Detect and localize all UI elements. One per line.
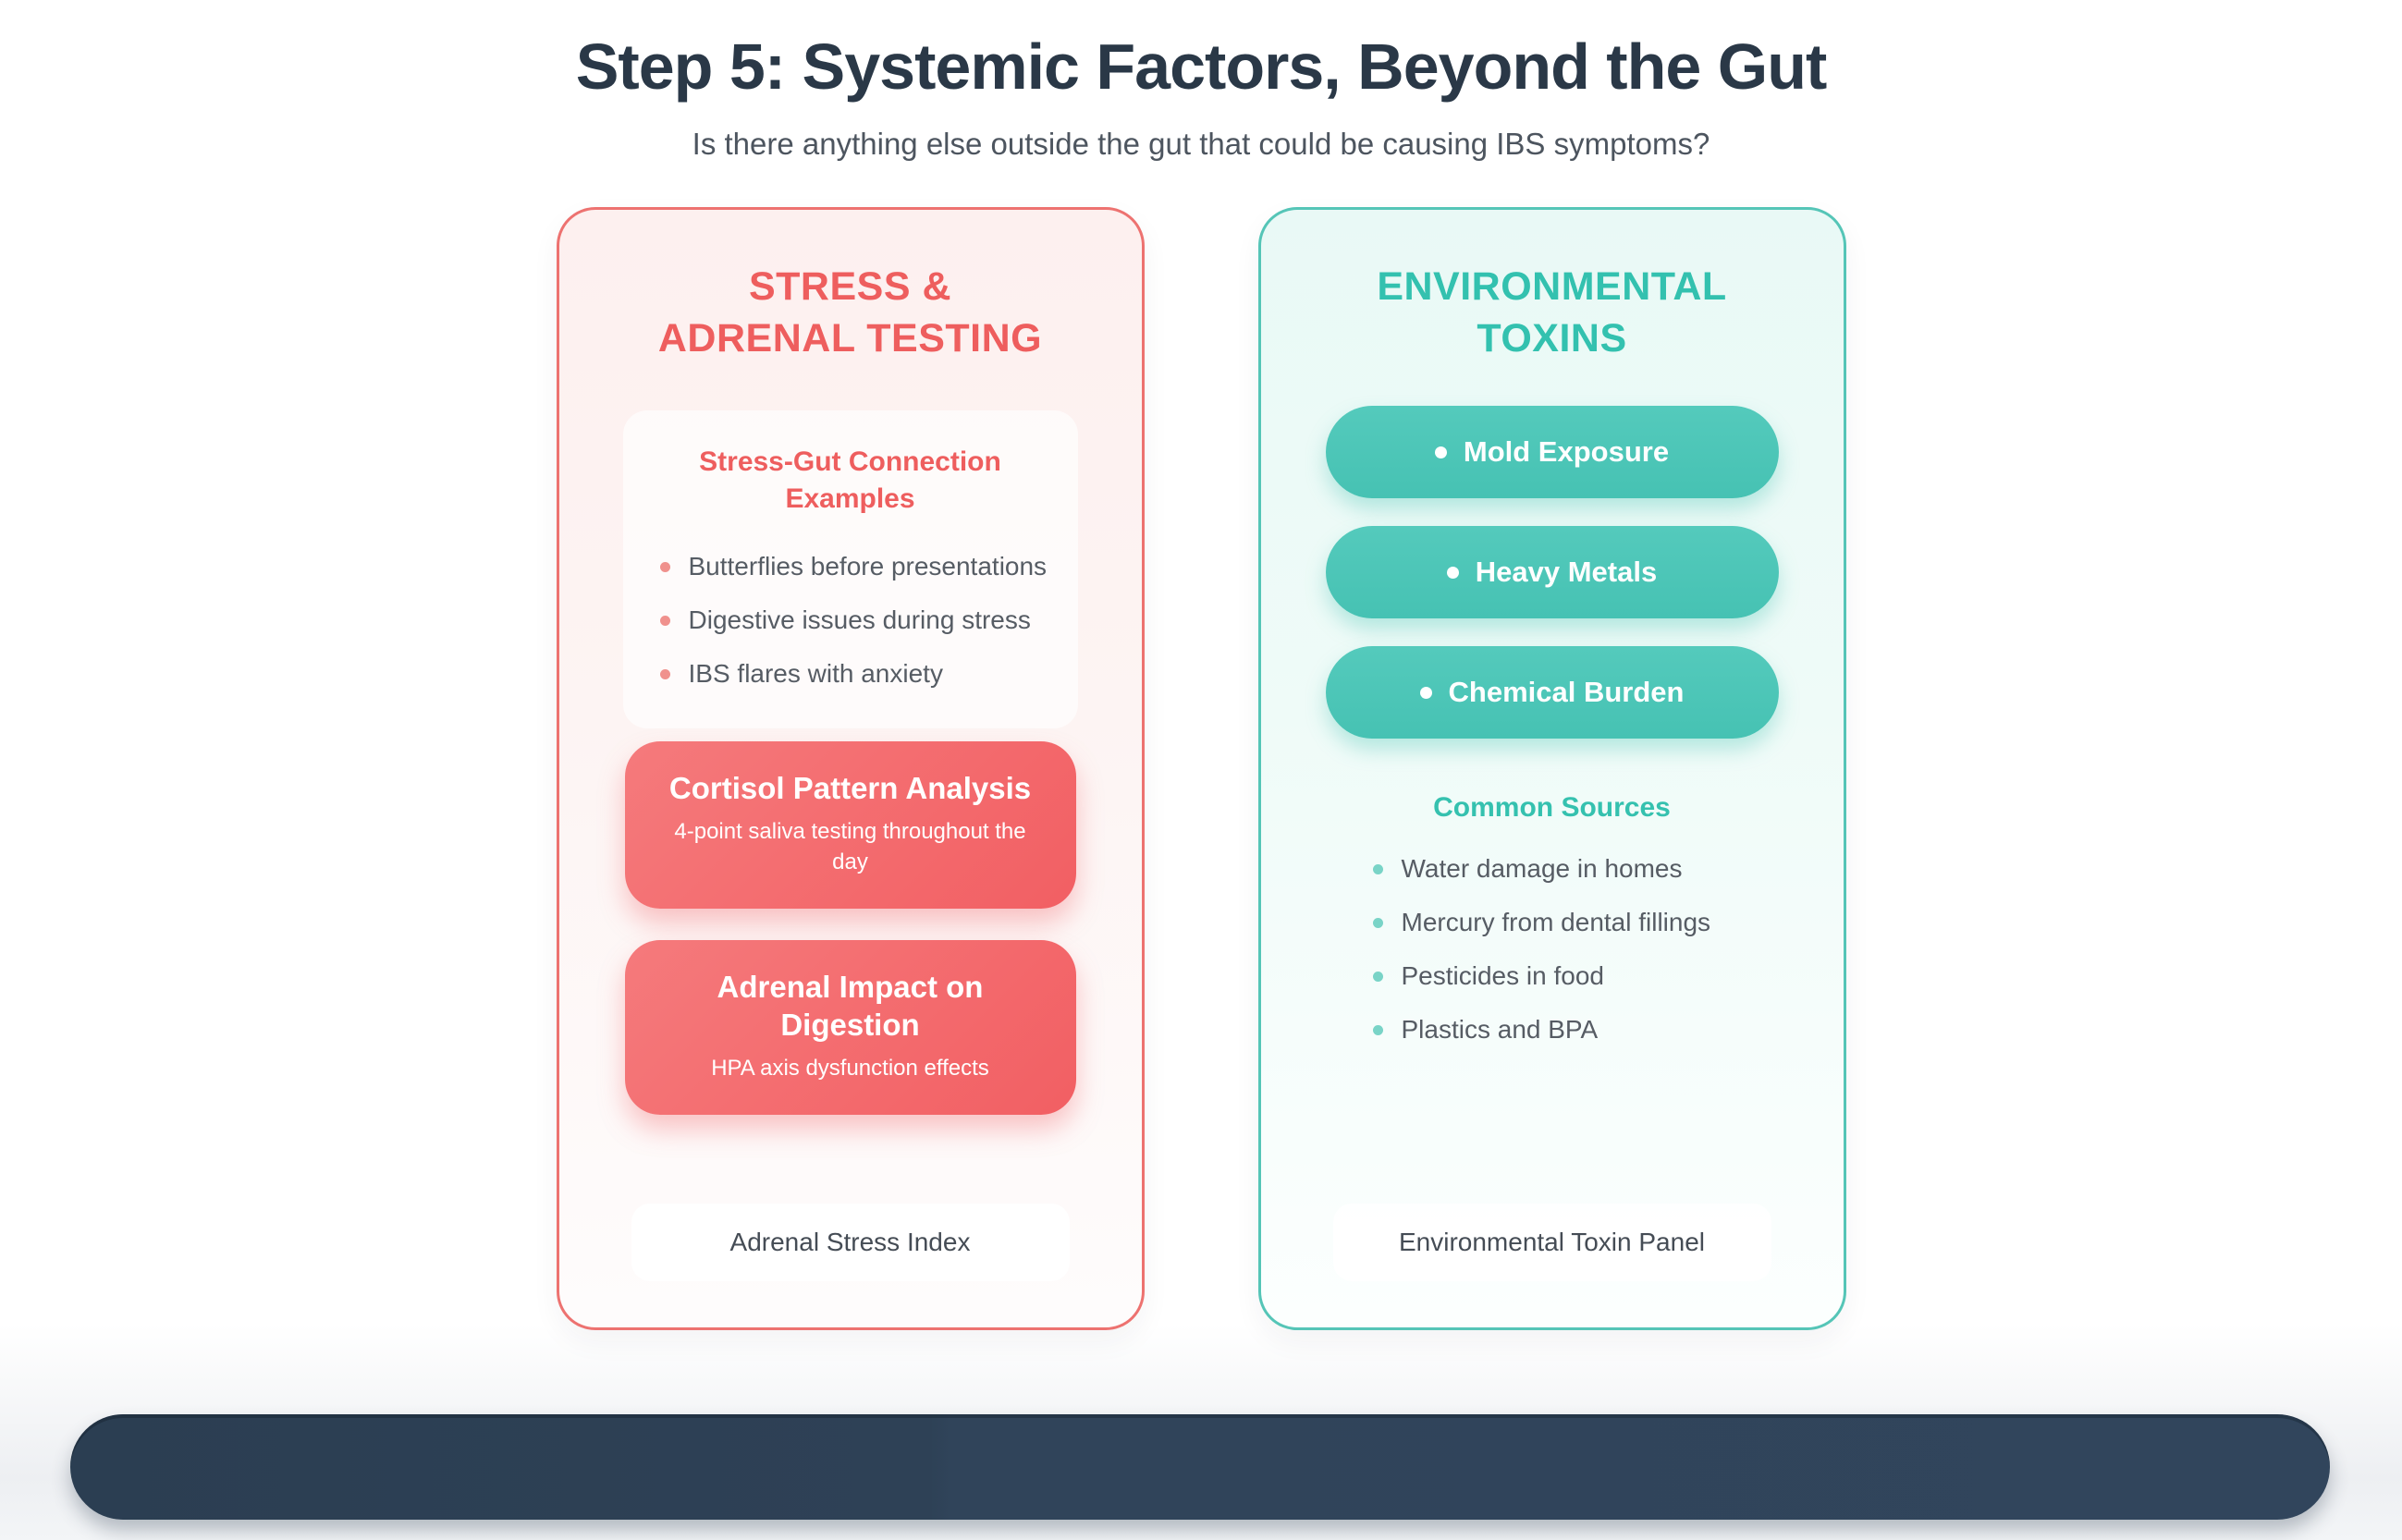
cards-row: STRESS & ADRENAL TESTING Stress-Gut Conn…: [0, 207, 2402, 1330]
toxins-card-title-line2: TOXINS: [1477, 316, 1627, 361]
stress-card-title-line2: ADRENAL TESTING: [657, 316, 1043, 361]
video-progress-bar[interactable]: [70, 1414, 2330, 1520]
list-item: Water damage in homes: [1372, 853, 1774, 885]
bullet-dot-icon: [1372, 863, 1383, 874]
adrenal-impact-box: Adrenal Impact on Digestion HPA axis dys…: [624, 940, 1076, 1115]
pill-label: Chemical Burden: [1448, 676, 1685, 708]
stress-card-title-line1: STRESS &: [748, 264, 952, 309]
bullet-dot-icon: [659, 561, 670, 572]
box-title: Cortisol Pattern Analysis: [668, 771, 1032, 805]
list-item: Mercury from dental fillings: [1372, 907, 1774, 938]
examples-heading: Stress-Gut Connection Examples: [699, 446, 1001, 514]
page-header: Step 5: Systemic Factors, Beyond the Gut…: [0, 0, 2402, 163]
list-item-label: Digestive issues during stress: [688, 605, 1031, 634]
pill-dot-icon: [1434, 446, 1447, 458]
page-subtitle: Is there anything else outside the gut t…: [692, 127, 1710, 161]
bullet-dot-icon: [1372, 971, 1383, 982]
heavy-metals-pill: Heavy Metals: [1325, 526, 1779, 618]
box-subtitle: HPA axis dysfunction effects: [711, 1056, 989, 1081]
examples-list: Butterflies before presentations Digesti…: [651, 551, 1050, 690]
list-item-label: Plastics and BPA: [1401, 1015, 1599, 1044]
stress-gut-examples-panel: Stress-Gut Connection Examples Butterfli…: [622, 410, 1078, 728]
bullet-dot-icon: [659, 615, 670, 626]
sources-heading: Common Sources: [1433, 792, 1671, 823]
bullet-dot-icon: [1372, 1024, 1383, 1035]
sources-list: Water damage in homes Mercury from denta…: [1330, 853, 1774, 1045]
list-item-label: IBS flares with anxiety: [688, 659, 943, 688]
stress-adrenal-card: STRESS & ADRENAL TESTING Stress-Gut Conn…: [556, 207, 1145, 1330]
page-title: Step 5: Systemic Factors, Beyond the Gut: [575, 31, 1828, 103]
chemical-burden-pill: Chemical Burden: [1325, 646, 1779, 739]
pill-label: Mold Exposure: [1463, 435, 1670, 468]
pill-dot-icon: [1446, 566, 1459, 579]
pill-dot-icon: [1419, 686, 1432, 699]
toxin-pill-stack: Mold Exposure Heavy Metals Chemical Burd…: [1261, 406, 1844, 739]
list-item-label: Pesticides in food: [1401, 961, 1604, 990]
list-item: Butterflies before presentations: [659, 551, 1050, 582]
list-item-label: Water damage in homes: [1401, 854, 1683, 883]
list-item: Digestive issues during stress: [659, 605, 1050, 636]
list-item-label: Butterflies before presentations: [688, 552, 1048, 581]
toxins-card-title: ENVIRONMENTAL TOXINS: [1261, 261, 1844, 364]
list-item-label: Mercury from dental fillings: [1401, 908, 1711, 936]
mold-exposure-pill: Mold Exposure: [1325, 406, 1779, 498]
list-item: IBS flares with anxiety: [659, 658, 1050, 690]
box-title: Adrenal Impact on Digestion: [717, 970, 984, 1042]
stress-card-footer-label: Adrenal Stress Index: [631, 1204, 1070, 1281]
toxins-card-footer-label: Environmental Toxin Panel: [1332, 1204, 1771, 1281]
stress-card-title: STRESS & ADRENAL TESTING: [559, 261, 1142, 364]
pill-label: Heavy Metals: [1475, 556, 1658, 588]
bullet-dot-icon: [659, 668, 670, 679]
box-subtitle: 4-point saliva testing throughout the da…: [674, 819, 1026, 874]
list-item: Plastics and BPA: [1372, 1014, 1774, 1045]
list-item: Pesticides in food: [1372, 960, 1774, 992]
toxins-card-title-line1: ENVIRONMENTAL: [1377, 264, 1727, 309]
cortisol-pattern-analysis-box: Cortisol Pattern Analysis 4-point saliva…: [624, 741, 1076, 909]
common-sources-section: Common Sources Water damage in homes Mer…: [1261, 790, 1844, 1045]
environmental-toxins-card: ENVIRONMENTAL TOXINS Mold Exposure Heavy…: [1257, 207, 1846, 1330]
bullet-dot-icon: [1372, 917, 1383, 928]
